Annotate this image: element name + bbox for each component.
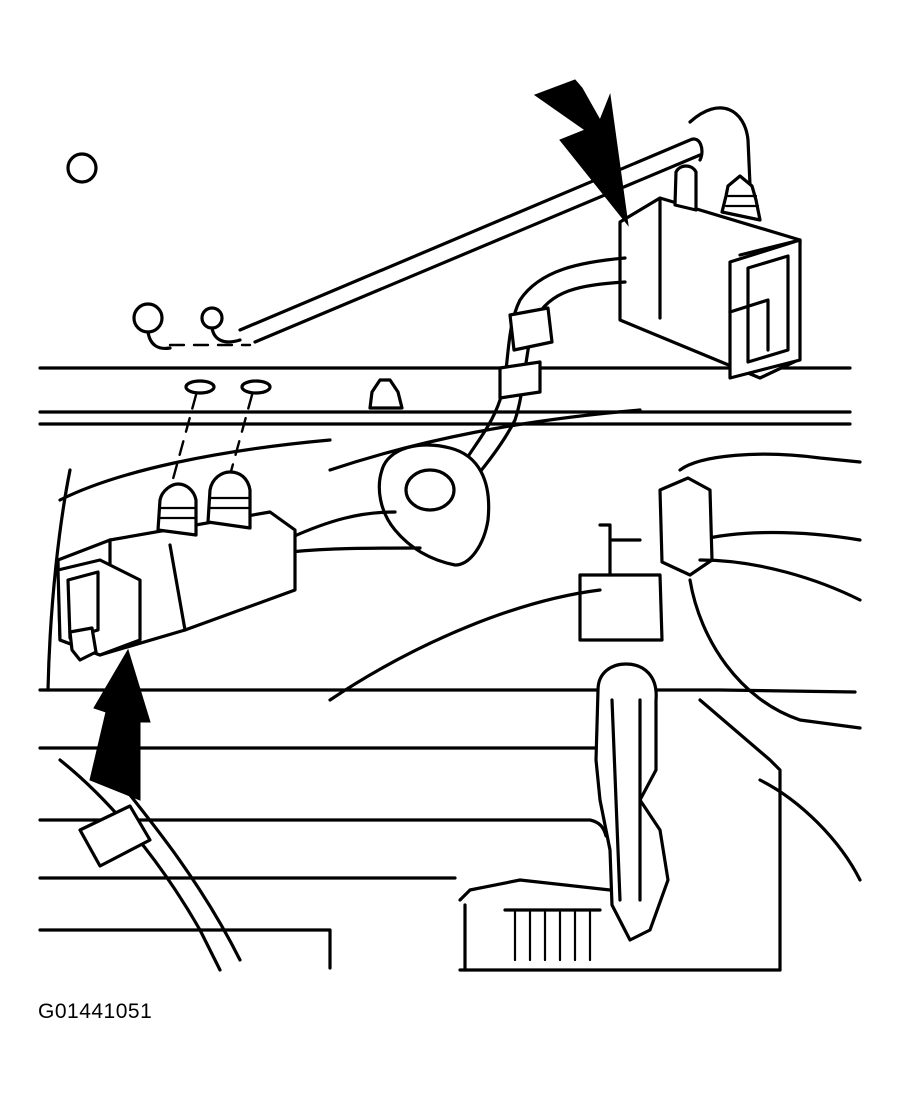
lower-connector [56, 470, 297, 662]
panel-stud [368, 378, 404, 410]
mounting-washers [168, 378, 404, 492]
upper-sensor-arrow [533, 79, 629, 227]
engine-bay-illustration [38, 79, 862, 972]
hose-sleeve [78, 804, 152, 868]
lower-connector-arrow [89, 648, 151, 801]
figure-id-label: G01441051 [38, 1000, 153, 1023]
lower-hose [58, 758, 242, 972]
throttle-linkage [458, 662, 862, 972]
mounting-hole-2 [132, 302, 164, 334]
upper-connector [618, 164, 802, 380]
sensor-nipple-left [673, 164, 698, 212]
intake-coupler [578, 573, 664, 642]
mounting-hole-3 [200, 306, 224, 330]
washer-right [240, 379, 272, 395]
connector-stud-right [206, 470, 252, 530]
vacuum-hose [66, 106, 752, 351]
harness-boot [377, 443, 491, 567]
wiring-harness [288, 256, 627, 567]
sensor-nipple-right [720, 174, 762, 222]
connector-stud-left [156, 482, 198, 537]
mounting-hole-1 [66, 152, 98, 184]
body-panel-lines [38, 366, 857, 970]
harness-tape-2 [498, 360, 542, 400]
washer-left [184, 379, 216, 395]
air-intake-assembly [328, 452, 862, 730]
harness-tape-1 [508, 306, 554, 352]
